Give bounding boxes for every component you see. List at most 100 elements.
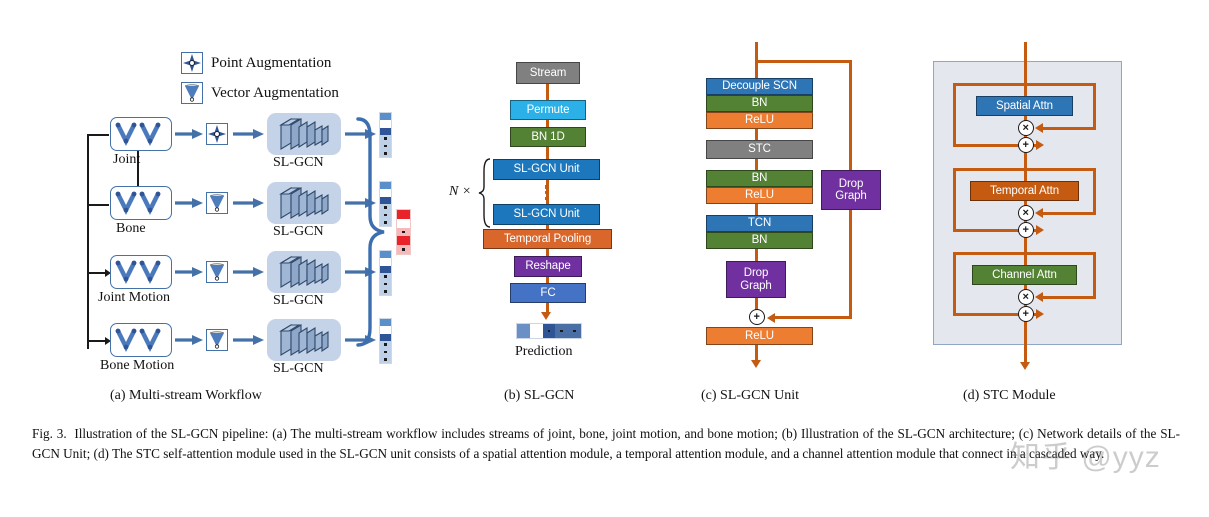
panel-c-skip-arrow xyxy=(767,312,775,323)
channel-add-arrow xyxy=(1036,309,1044,319)
block-sl-gcn-unit-first: SL-GCN Unit xyxy=(493,159,600,180)
block-bn-1d: BN 1D xyxy=(510,127,586,147)
block-temporal-pooling: Temporal Pooling xyxy=(483,229,612,249)
channel-mul-arrow xyxy=(1035,292,1043,302)
block-stream: Stream xyxy=(516,62,580,84)
tree-arrow-joint-motion xyxy=(105,268,111,277)
fusion-brace-icon xyxy=(356,117,385,347)
feature-vector-bone xyxy=(379,181,392,227)
point-augmentation-icon xyxy=(181,52,203,74)
panel-c-skip-top xyxy=(755,60,852,64)
feature-vector-bone-motion xyxy=(379,318,392,364)
panel-caption-c: (c) SL-GCN Unit xyxy=(701,388,799,403)
figure-caption: Fig. 3. Illustration of the SL-GCN pipel… xyxy=(32,424,1180,464)
skeleton-thumb-bone xyxy=(110,186,172,220)
add-operator-temporal: + xyxy=(1017,222,1034,238)
sl-gcn-block-bone xyxy=(267,182,341,224)
block-fc: FC xyxy=(510,283,586,303)
prediction-label: Prediction xyxy=(515,344,573,359)
temporal-branch-right xyxy=(1093,168,1096,213)
sl-gcn-caption-joint-motion: SL-GCN xyxy=(273,293,324,308)
arrow-aug-to-gcn-joint-motion xyxy=(233,267,264,277)
spatial-add-arrow xyxy=(1036,140,1044,150)
panel-d-output-arrow xyxy=(1020,362,1030,370)
sl-gcn-block-joint-motion xyxy=(267,251,341,293)
spatial-branch-left xyxy=(953,83,956,146)
temporal-branch-left xyxy=(953,168,956,231)
channel-add-feed xyxy=(953,312,1040,316)
tree-trunk xyxy=(87,134,89,349)
block-relu-2: ReLU xyxy=(706,187,813,204)
block-drop-graph-main: Drop Graph xyxy=(726,261,786,298)
sl-gcn-caption-bone: SL-GCN xyxy=(273,224,324,239)
add-operator-panel-c: + xyxy=(748,309,765,325)
sl-gcn-block-joint xyxy=(267,113,341,155)
sl-gcn-caption-bone-motion: SL-GCN xyxy=(273,361,324,376)
vector-augmentation-icon-joint-motion xyxy=(206,261,228,283)
prediction-bar xyxy=(516,323,582,339)
repeat-count-label: N × xyxy=(449,184,472,199)
block-tcn: TCN xyxy=(706,215,813,232)
temporal-mul-arrow xyxy=(1035,208,1043,218)
fused-prediction-bar xyxy=(396,209,411,255)
repeat-dots-icon xyxy=(545,185,549,200)
multiply-operator-temporal: × xyxy=(1017,205,1034,221)
vector-augmentation-icon-bone xyxy=(206,192,228,214)
repeat-brace-icon xyxy=(478,158,491,228)
panel-c-skip-bottom xyxy=(772,316,852,320)
panel-c-sl-gcn-unit: Decouple SCN BN ReLU STC BN ReLU TCN BN … xyxy=(701,42,881,403)
feature-vector-joint xyxy=(379,112,392,158)
block-stc: STC xyxy=(706,140,813,159)
spatial-add-feed xyxy=(953,143,1040,147)
spatial-branch-right xyxy=(1093,83,1096,128)
vector-augmentation-icon-bone-motion xyxy=(206,329,228,351)
arrow-aug-to-gcn-bone-motion xyxy=(233,335,264,345)
stream-label-joint: Joint xyxy=(113,152,141,167)
block-relu-1: ReLU xyxy=(706,112,813,129)
panel-b-arrow-to-prediction xyxy=(541,312,551,320)
sl-gcn-block-bone-motion xyxy=(267,319,341,361)
panel-d-spine xyxy=(1024,42,1028,367)
panel-caption-b: (b) SL-GCN xyxy=(504,388,575,403)
panel-caption-a: (a) Multi-stream Workflow xyxy=(110,388,262,403)
temporal-branch-top xyxy=(953,168,1096,171)
feature-vector-joint-motion xyxy=(379,250,392,296)
block-bn-1: BN xyxy=(706,95,813,112)
figure-number: Fig. 3. xyxy=(32,426,67,441)
tree-branch-joint-motion xyxy=(87,272,109,274)
channel-branch-right xyxy=(1093,252,1096,297)
panel-c-spine-bottom xyxy=(755,327,759,365)
stream-label-bone-motion: Bone Motion xyxy=(100,358,175,373)
sl-gcn-caption-joint: SL-GCN xyxy=(273,155,324,170)
arrow-bone-motion-to-aug xyxy=(175,335,203,345)
block-drop-graph-skip: Drop Graph xyxy=(821,170,881,210)
panel-d-stc-module: Spatial Attn × + Temporal Attn × + xyxy=(933,42,1122,403)
tree-arrow-bone-motion xyxy=(105,336,111,345)
temporal-add-feed xyxy=(953,228,1040,232)
legend-label-point-augmentation: Point Augmentation xyxy=(211,55,332,71)
block-decouple-scn: Decouple SCN xyxy=(706,78,813,95)
block-bn-3: BN xyxy=(706,232,813,249)
vector-augmentation-icon xyxy=(181,82,203,104)
spatial-mul-feed xyxy=(1040,126,1096,130)
tree-branch-joint xyxy=(87,134,109,136)
temporal-add-arrow xyxy=(1036,225,1044,235)
block-spatial-attn: Spatial Attn xyxy=(976,96,1073,116)
stream-label-bone: Bone xyxy=(116,221,146,236)
multiply-operator-spatial: × xyxy=(1017,120,1034,136)
block-sl-gcn-unit-last: SL-GCN Unit xyxy=(493,204,600,225)
point-augmentation-icon-joint xyxy=(206,123,228,145)
block-reshape: Reshape xyxy=(514,256,582,277)
arrow-joint-motion-to-aug xyxy=(175,267,203,277)
arrow-bone-to-aug xyxy=(175,198,203,208)
spatial-mul-arrow xyxy=(1035,123,1043,133)
add-operator-channel: + xyxy=(1017,306,1034,322)
channel-branch-top xyxy=(953,252,1096,255)
tree-branch-bone-motion xyxy=(87,340,109,342)
tree-branch-bone xyxy=(87,204,109,206)
skeleton-thumb-joint xyxy=(110,117,172,151)
channel-branch-left xyxy=(953,252,956,315)
panel-caption-d: (d) STC Module xyxy=(963,388,1056,403)
panel-c-output-arrow xyxy=(751,360,761,368)
